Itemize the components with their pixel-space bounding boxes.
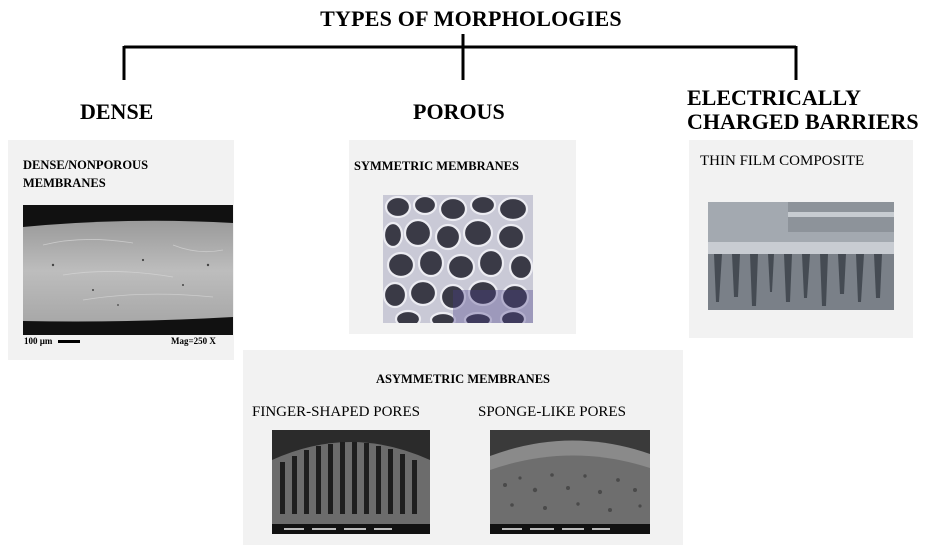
branch-charged-title-line2: CHARGED BARRIERS bbox=[687, 110, 919, 134]
branch-dense-title: DENSE bbox=[80, 100, 153, 124]
branch-porous-title: POROUS bbox=[413, 100, 505, 124]
sponge-pores-sem-image bbox=[490, 430, 650, 534]
scale-bar-label: 100 µm bbox=[24, 336, 80, 346]
asymmetric-panel: ASYMMETRIC MEMBRANES FINGER-SHAPED PORES… bbox=[243, 350, 683, 545]
finger-pores-sem-image bbox=[272, 430, 430, 534]
asymmetric-panel-label: ASYMMETRIC MEMBRANES bbox=[243, 370, 683, 388]
tfc-membrane-sem-image bbox=[708, 202, 894, 310]
magnification-label: Mag=250 X bbox=[171, 336, 216, 346]
branch-charged-title: ELECTRICALLY CHARGED BARRIERS bbox=[687, 86, 919, 134]
scale-bar bbox=[58, 340, 80, 343]
symmetric-panel-label: SYMMETRIC MEMBRANES bbox=[354, 157, 519, 175]
finger-pores-label: FINGER-SHAPED PORES bbox=[252, 403, 420, 421]
branch-charged-title-line1: ELECTRICALLY bbox=[687, 86, 919, 110]
dense-panel: DENSE/NONPOROUS MEMBRANES 100 µm Mag=250… bbox=[8, 140, 234, 360]
symmetric-panel: SYMMETRIC MEMBRANES bbox=[349, 140, 576, 334]
sponge-pores-label: SPONGE-LIKE PORES bbox=[478, 403, 626, 421]
dense-membrane-sem-image bbox=[23, 205, 233, 335]
dense-panel-label: DENSE/NONPOROUS MEMBRANES bbox=[23, 156, 148, 192]
tfc-panel-label: THIN FILM COMPOSITE bbox=[700, 152, 864, 170]
dense-label-line2: MEMBRANES bbox=[23, 174, 148, 192]
tfc-panel: THIN FILM COMPOSITE bbox=[689, 140, 913, 338]
symmetric-membrane-sem-image bbox=[383, 195, 533, 323]
dense-label-line1: DENSE/NONPOROUS bbox=[23, 156, 148, 174]
diagram-title: TYPES OF MORPHOLOGIES bbox=[0, 6, 942, 32]
